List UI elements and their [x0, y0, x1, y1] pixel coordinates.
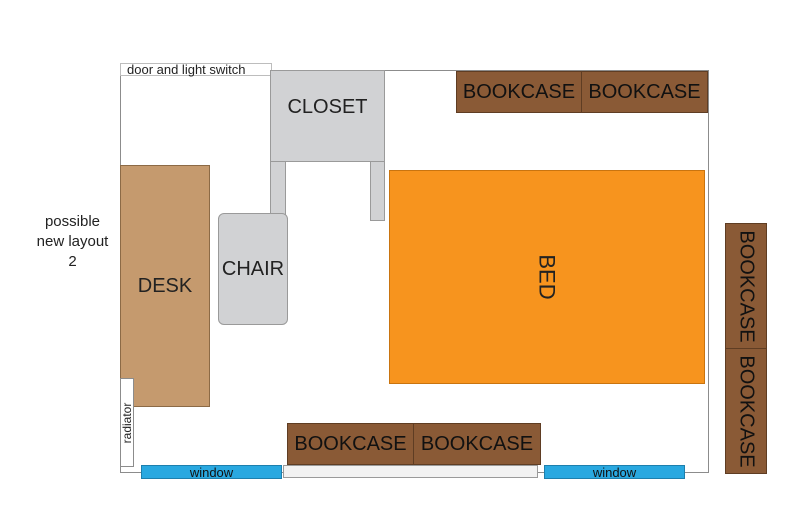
- closet: CLOSET: [270, 70, 385, 162]
- closet-left-leg: [270, 161, 286, 220]
- window-label: window: [189, 464, 234, 480]
- radiator-label: radiator: [120, 402, 134, 443]
- bookcase-label: BOOKCASE: [735, 229, 758, 343]
- chair: CHAIR: [218, 213, 288, 325]
- note-line-2: new layout: [36, 233, 109, 250]
- bookcase-bottom-left: BOOKCASE: [287, 423, 414, 465]
- closet-right-leg: [370, 161, 385, 221]
- bookcase-label: BOOKCASE: [420, 432, 534, 455]
- desk: DESK: [120, 165, 210, 407]
- bookcase-label: BOOKCASE: [735, 354, 758, 468]
- bookcase-side-upper: BOOKCASE: [725, 223, 767, 349]
- bed: BED: [389, 170, 705, 384]
- desk-label: DESK: [137, 274, 193, 297]
- bookcase-bottom-right: BOOKCASE: [413, 423, 541, 465]
- radiator: radiator: [120, 378, 134, 467]
- bookcase-side-lower: BOOKCASE: [725, 348, 767, 474]
- bookcase-label: BOOKCASE: [294, 432, 407, 455]
- door-and-light-switch: door and light switch: [120, 63, 272, 76]
- layout-note: possible new layout 2: [30, 212, 115, 272]
- window-right: window: [544, 464, 685, 480]
- window-left: window: [141, 464, 282, 480]
- bed-label: BED: [535, 254, 560, 300]
- closet-label: CLOSET: [287, 96, 368, 118]
- bookcase-label: BOOKCASE: [588, 80, 701, 103]
- note-line-1: possible: [44, 213, 101, 230]
- note-line-3: 2: [68, 253, 77, 270]
- door-label: door and light switch: [127, 62, 246, 77]
- bookcase-top-left: BOOKCASE: [456, 71, 582, 113]
- chair-label: CHAIR: [221, 257, 285, 280]
- bookcase-label: BOOKCASE: [462, 80, 576, 103]
- bookcase-top-right: BOOKCASE: [581, 71, 708, 113]
- window-sill: [283, 465, 538, 478]
- window-label: window: [592, 464, 637, 480]
